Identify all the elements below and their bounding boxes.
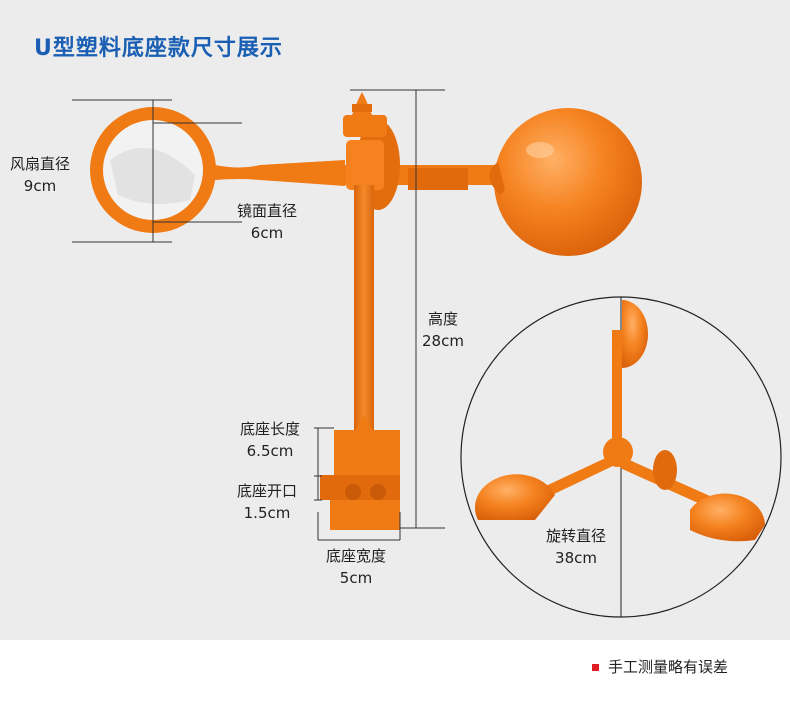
base-opening-name: 底座开口 bbox=[237, 482, 298, 500]
base-opening-label: 底座开口 1.5cm bbox=[237, 480, 297, 524]
base-length-value: 6.5cm bbox=[246, 442, 294, 460]
base-clamp bbox=[320, 415, 400, 530]
base-length-name: 底座长度 bbox=[240, 420, 301, 438]
footnote-text: 手工测量略有误差 bbox=[608, 658, 729, 676]
base-length-label: 底座长度 6.5cm bbox=[240, 418, 300, 462]
height-label: 高度 28cm bbox=[422, 308, 464, 352]
rotation-diameter-label: 旋转直径 38cm bbox=[546, 525, 606, 569]
fan-diameter-name: 风扇直径 bbox=[10, 155, 71, 173]
base-width-value: 5cm bbox=[339, 569, 373, 587]
footnote: 手工测量略有误差 bbox=[592, 656, 728, 677]
red-square-icon bbox=[592, 664, 599, 671]
mirror-diameter-value: 6cm bbox=[250, 224, 284, 242]
base-width-name: 底座宽度 bbox=[326, 547, 387, 565]
base-opening-value: 1.5cm bbox=[243, 504, 291, 522]
height-value: 28cm bbox=[422, 332, 464, 350]
product-illustration bbox=[72, 89, 782, 618]
rotation-diameter-name: 旋转直径 bbox=[546, 527, 607, 545]
mirror-diameter-label: 镜面直径 6cm bbox=[237, 200, 297, 244]
fan-diameter-value: 9cm bbox=[23, 177, 57, 195]
page-title: U型塑料底座款尺寸展示 bbox=[34, 36, 283, 61]
measure-lines bbox=[72, 89, 445, 541]
rotation-diameter-value: 38cm bbox=[555, 549, 597, 567]
mirror-diameter-name: 镜面直径 bbox=[237, 202, 298, 220]
wind-cup-ball bbox=[489, 108, 642, 256]
height-name: 高度 bbox=[427, 310, 458, 328]
product-panel bbox=[0, 0, 790, 640]
rotation-diagram bbox=[460, 296, 782, 618]
fan-diameter-label: 风扇直径 9cm bbox=[10, 153, 70, 197]
base-width-label: 底座宽度 5cm bbox=[326, 545, 386, 589]
vertical-pole bbox=[354, 185, 374, 445]
